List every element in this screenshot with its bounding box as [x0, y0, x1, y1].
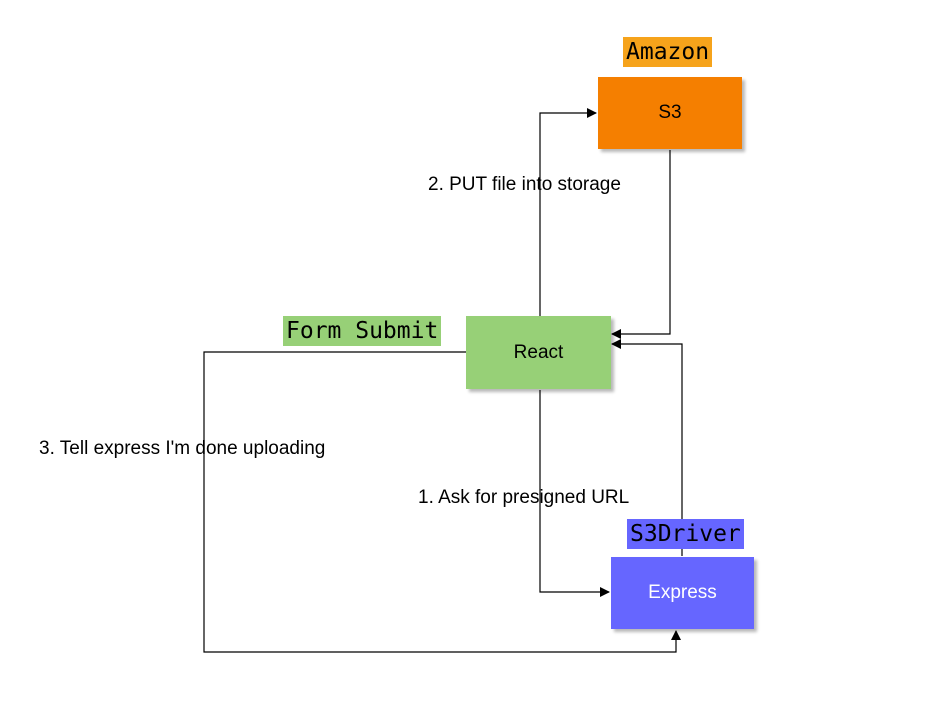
edge-s3-to-react — [611, 150, 671, 339]
edge-react-to-s3 — [539, 108, 597, 316]
express-node-label: Express — [648, 582, 717, 603]
s3-node[interactable]: S3 — [598, 77, 742, 149]
s3-node-label: S3 — [658, 102, 682, 123]
edge-react-to-express — [539, 390, 610, 597]
tell-express-label: 3. Tell express I'm done uploading — [39, 438, 326, 459]
react-node-label: React — [513, 341, 564, 363]
put-file-label: 2. PUT file into storage — [428, 174, 621, 195]
form-submit-tag: Form Submit — [283, 316, 442, 346]
amazon-tag: Amazon — [623, 37, 713, 67]
s3driver-tag: S3Driver — [627, 519, 744, 549]
react-node[interactable]: React — [466, 316, 611, 389]
ask-url-label: 1. Ask for presigned URL — [418, 487, 630, 508]
edge-express-to-react — [611, 339, 683, 556]
edge-form-submit-to-express — [203, 351, 681, 653]
express-node[interactable]: Express — [611, 557, 754, 629]
